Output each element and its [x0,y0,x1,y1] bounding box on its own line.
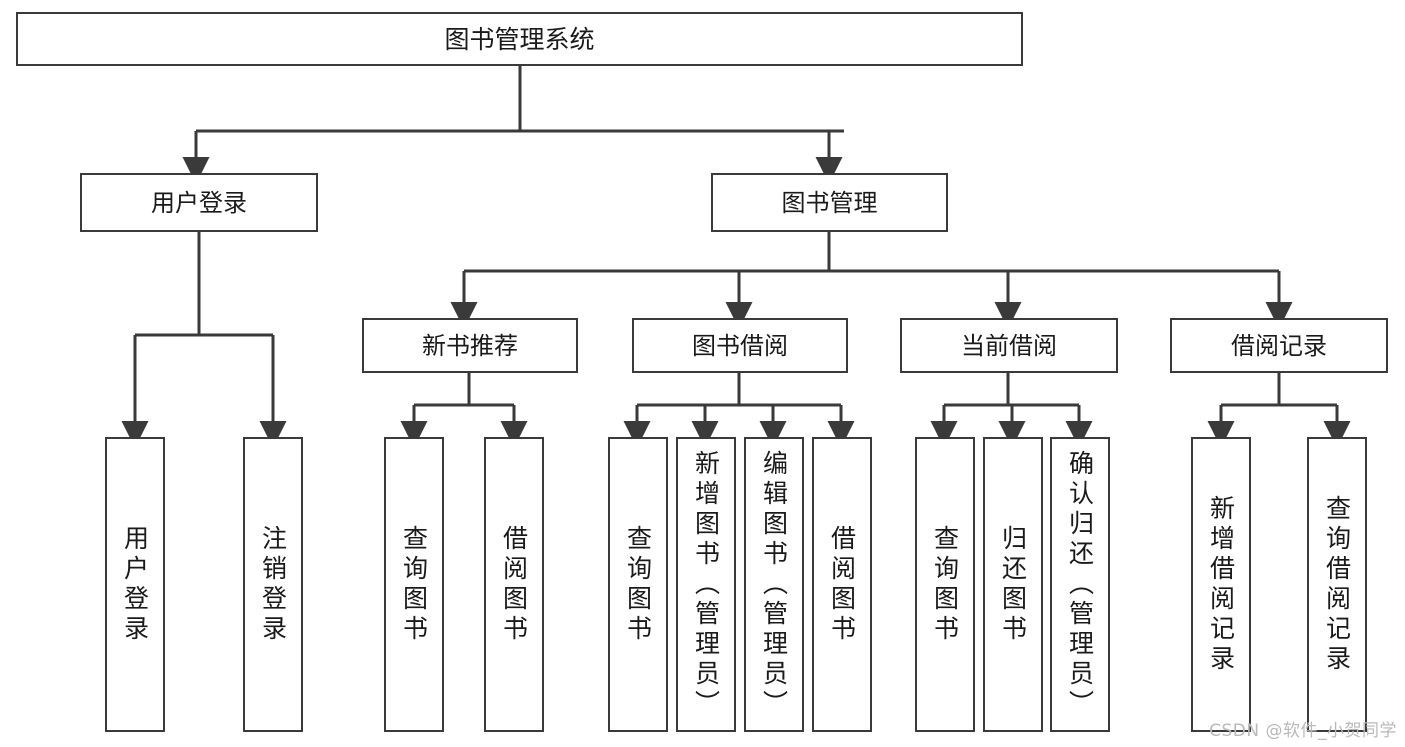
node-leaf-add-book-admin-label: 新增图书（管理员） [691,449,721,720]
node-leaf-user-login[interactable]: 用户登录 [105,437,165,732]
node-leaf-user-login-label: 用户登录 [120,524,150,645]
node-current-borrow-label: 当前借阅 [961,331,1057,360]
csdn-watermark: CSDN @软件_小贺同学 [1209,721,1397,741]
node-root-system[interactable]: 图书管理系统 [16,12,1023,66]
node-book-manage-label: 图书管理 [781,188,878,217]
node-borrow-record-label: 借阅记录 [1231,331,1327,360]
node-leaf-add-borrow-record[interactable]: 新增借阅记录 [1191,437,1251,732]
node-leaf-query-borrow-record[interactable]: 查询借阅记录 [1307,437,1367,732]
node-user-login[interactable]: 用户登录 [80,173,318,232]
node-leaf-return-book[interactable]: 归还图书 [983,437,1043,732]
node-root-system-label: 图书管理系统 [444,24,595,54]
node-leaf-query-book-current[interactable]: 查询图书 [915,437,975,732]
node-new-book-recommend[interactable]: 新书推荐 [362,318,578,373]
node-leaf-borrow-book[interactable]: 借阅图书 [812,437,872,732]
node-borrow-record[interactable]: 借阅记录 [1170,318,1388,373]
node-leaf-add-borrow-record-label: 新增借阅记录 [1206,494,1236,675]
node-book-borrow-label: 图书借阅 [692,331,788,360]
node-leaf-logout[interactable]: 注销登录 [243,437,303,732]
node-leaf-query-book-recommend[interactable]: 查询图书 [384,437,444,732]
node-user-login-label: 用户登录 [151,188,247,217]
node-leaf-edit-book-admin[interactable]: 编辑图书（管理员） [744,437,804,732]
node-current-borrow[interactable]: 当前借阅 [900,318,1118,373]
node-leaf-borrow-book-recommend[interactable]: 借阅图书 [484,437,544,732]
node-leaf-edit-book-admin-label: 编辑图书（管理员） [759,449,789,720]
node-leaf-confirm-return-admin[interactable]: 确认归还（管理员） [1050,437,1110,732]
node-new-book-recommend-label: 新书推荐 [422,331,518,360]
node-leaf-query-book-current-label: 查询图书 [930,524,960,645]
node-book-manage[interactable]: 图书管理 [711,173,948,232]
node-leaf-borrow-book-label: 借阅图书 [827,524,857,645]
node-leaf-query-book-borrow-label: 查询图书 [623,524,653,645]
node-leaf-confirm-return-admin-label: 确认归还（管理员） [1065,449,1095,720]
node-leaf-return-book-label: 归还图书 [998,524,1028,645]
node-leaf-logout-label: 注销登录 [258,524,288,645]
node-leaf-query-borrow-record-label: 查询借阅记录 [1322,494,1352,675]
node-leaf-borrow-book-recommend-label: 借阅图书 [499,524,529,645]
node-leaf-add-book-admin[interactable]: 新增图书（管理员） [676,437,736,732]
node-leaf-query-book-recommend-label: 查询图书 [399,524,429,645]
node-book-borrow[interactable]: 图书借阅 [632,318,848,373]
node-leaf-query-book-borrow[interactable]: 查询图书 [608,437,668,732]
